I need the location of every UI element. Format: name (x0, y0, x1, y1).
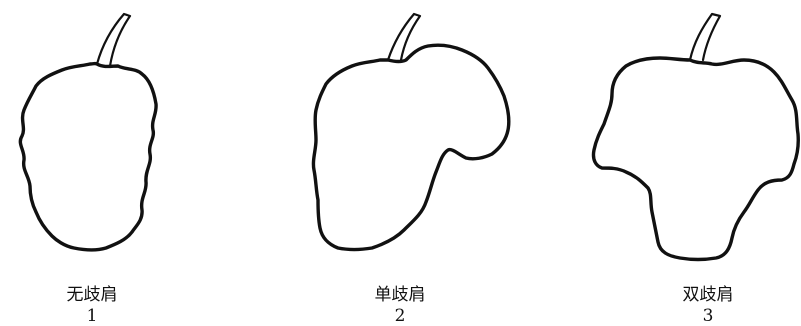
cluster-1-label: 无歧肩 (66, 285, 118, 305)
cluster-1-no-shoulder (18, 12, 158, 252)
cluster-3-outline (591, 56, 800, 262)
cluster-1-outline (18, 61, 158, 252)
cluster-2-outline (311, 43, 511, 252)
cluster-2-label: 单歧肩 (374, 285, 426, 305)
cluster-2-stem (386, 12, 422, 62)
cluster-1-number: 1 (86, 306, 98, 326)
cluster-3-stem (688, 12, 722, 62)
cluster-2-single-shoulder (311, 12, 511, 252)
cluster-2-number: 2 (394, 306, 406, 326)
cluster-1-stem (95, 12, 132, 68)
cluster-3-number: 3 (702, 306, 714, 326)
cluster-3-label: 双歧肩 (682, 285, 734, 305)
cluster-3-double-shoulder (591, 12, 800, 262)
